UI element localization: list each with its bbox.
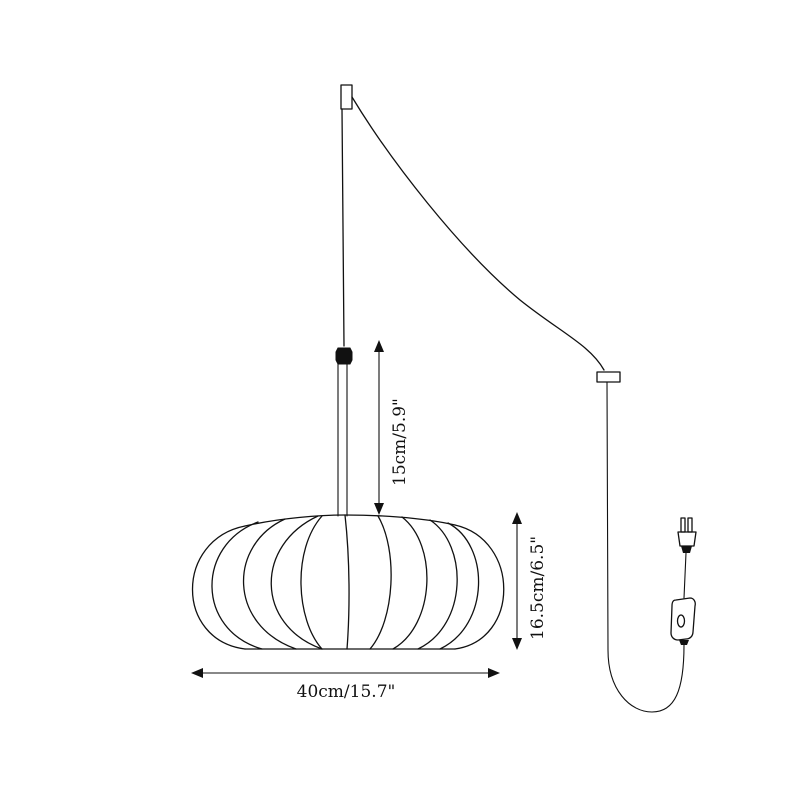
dimension-cord-drop: 15cm/5.9" — [374, 340, 410, 515]
power-plug — [677, 517, 697, 553]
swag-cord — [351, 96, 605, 371]
down-rod — [337, 363, 348, 517]
wall-hook — [596, 371, 621, 383]
cord-drop-label: 15cm/5.9" — [390, 398, 410, 486]
ceiling-canopy — [340, 84, 353, 110]
shade-width-label: 40cm/15.7" — [297, 682, 396, 702]
dimension-shade-width: 40cm/15.7" — [191, 668, 500, 702]
plug-cord — [606, 381, 687, 713]
inline-switch — [670, 597, 696, 645]
ribbed-drum-shade — [191, 514, 505, 650]
hanging-cord — [341, 108, 345, 347]
dimension-shade-height: 16.5cm/6.5" — [512, 512, 548, 650]
lamp-socket — [335, 347, 353, 365]
shade-height-label: 16.5cm/6.5" — [528, 536, 548, 640]
